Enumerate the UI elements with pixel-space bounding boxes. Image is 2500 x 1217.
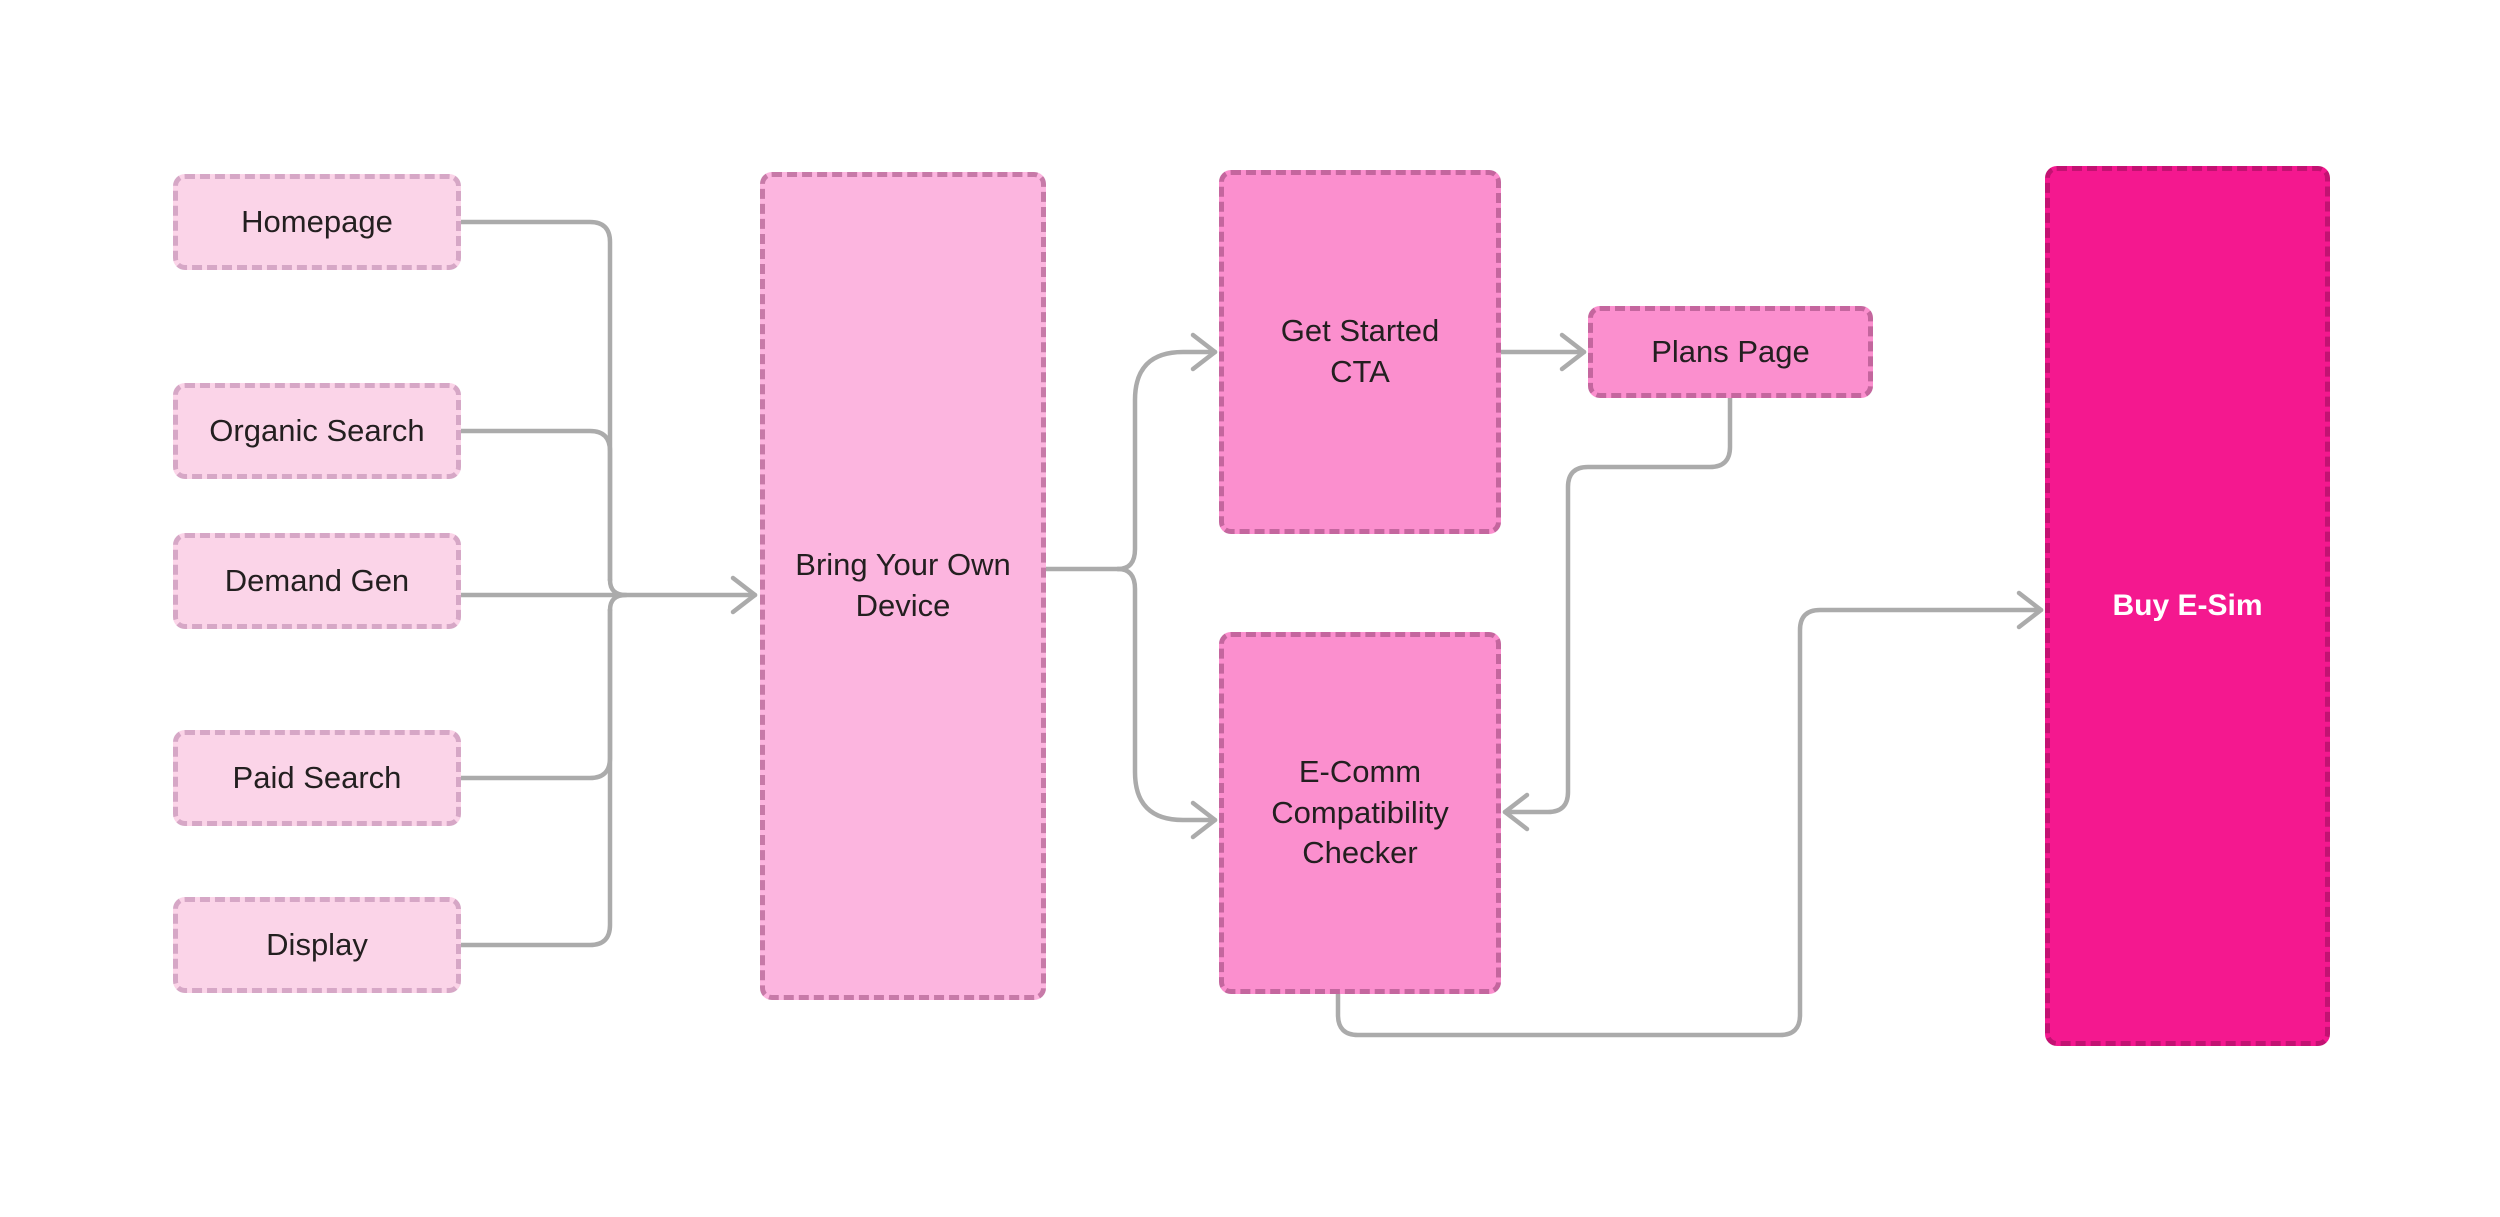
node-buy-esim-label: Buy E-Sim xyxy=(2112,589,2263,623)
node-homepage-label: Homepage xyxy=(241,203,393,239)
arrowhead-into-buy-esim xyxy=(2016,590,2044,630)
arrowhead-into-ecomm-checker-from-byod xyxy=(1190,800,1218,840)
node-plans-page-label: Plans Page xyxy=(1651,333,1810,369)
arrowhead-into-get-started-cta xyxy=(1190,332,1218,372)
node-homepage[interactable]: Homepage xyxy=(173,174,461,270)
arrowhead-into-ecomm-checker-from-plans xyxy=(1502,792,1530,832)
arrowhead-into-plans-page xyxy=(1559,332,1587,372)
edge-byod-to-ecomm-checker xyxy=(1115,566,1218,823)
node-demand-gen[interactable]: Demand Gen xyxy=(173,533,461,629)
edge-plans-page-to-ecomm-checker xyxy=(1502,395,1733,815)
edge-paid-search-to-byod xyxy=(458,607,613,781)
node-bring-your-own-device[interactable]: Bring Your Own Device xyxy=(760,172,1046,1000)
node-get-started-cta-label: Get Started CTA xyxy=(1280,313,1440,389)
node-get-started-cta[interactable]: Get Started CTA xyxy=(1219,170,1501,534)
edge-homepage-to-byod xyxy=(458,219,613,583)
node-plans-page[interactable]: Plans Page xyxy=(1588,306,1873,398)
node-bring-your-own-device-label: Bring Your Own Device xyxy=(795,547,1011,623)
arrowhead-into-byod xyxy=(730,575,758,615)
edge-organic-search-to-byod xyxy=(458,428,613,583)
node-demand-gen-label: Demand Gen xyxy=(224,562,410,598)
edge-byod-to-get-started-cta xyxy=(1115,349,1218,572)
node-display-label: Display xyxy=(266,926,368,962)
node-buy-esim[interactable]: Buy E-Sim xyxy=(2045,166,2330,1046)
edge-display-to-byod xyxy=(458,607,613,948)
node-organic-search[interactable]: Organic Search xyxy=(173,383,461,479)
node-ecomm-compatibility-checker[interactable]: E-Comm Compatibility Checker xyxy=(1219,632,1501,994)
node-paid-search-label: Paid Search xyxy=(232,759,402,795)
node-ecomm-compatibility-checker-label: E-Comm Compatibility Checker xyxy=(1271,753,1449,871)
edge-ecomm-checker-to-buy-esim xyxy=(1335,607,2044,1038)
node-organic-search-label: Organic Search xyxy=(209,412,425,448)
node-display[interactable]: Display xyxy=(173,897,461,993)
node-paid-search[interactable]: Paid Search xyxy=(173,730,461,826)
